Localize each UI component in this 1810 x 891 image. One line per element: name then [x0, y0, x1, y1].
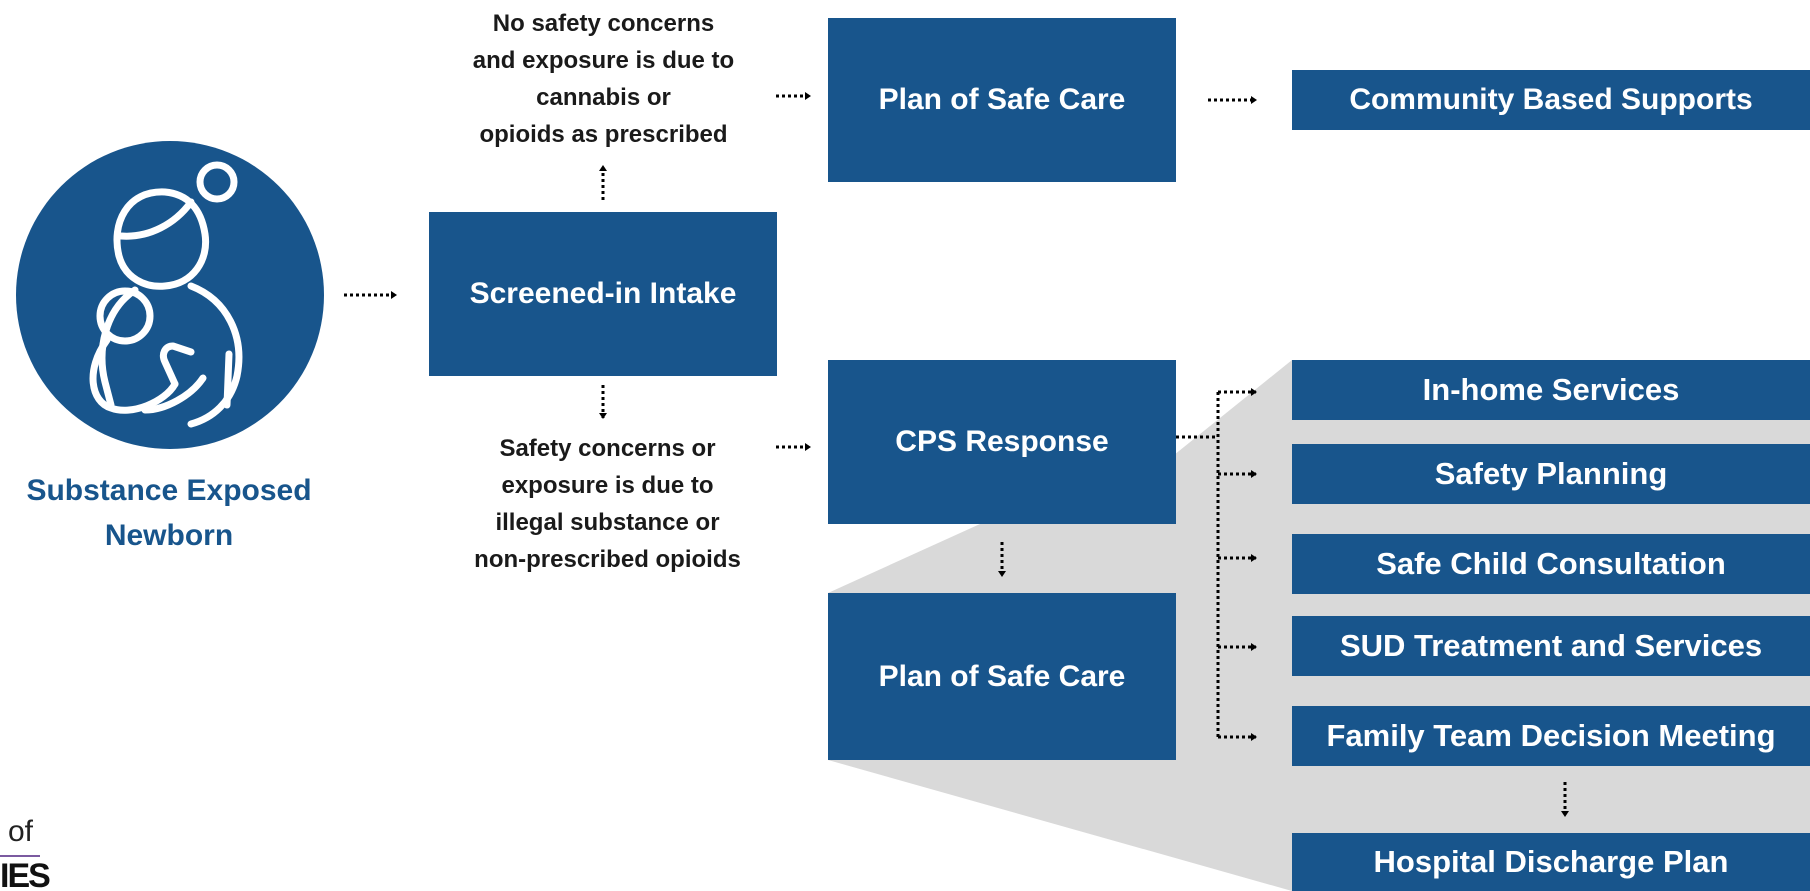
plan-of-safe-care-bottom-box: Plan of Safe Care — [828, 593, 1176, 760]
community-label: Community Based Supports — [1349, 83, 1753, 116]
service-box-family-team-decision: Family Team Decision Meeting — [1292, 706, 1810, 766]
plan-bottom-label: Plan of Safe Care — [878, 659, 1126, 693]
community-based-supports-box: Community Based Supports — [1292, 70, 1810, 130]
service-box-in-home: In-home Services — [1292, 360, 1810, 420]
note-line: non-prescribed opioids — [474, 546, 741, 573]
note-line: illegal substance or — [495, 509, 720, 536]
note-line: Safety concerns or — [499, 435, 716, 462]
mother-holding-baby-icon — [16, 141, 324, 449]
service-label: Family Team Decision Meeting — [1326, 718, 1776, 753]
service-box-safe-child-consultation: Safe Child Consultation — [1292, 534, 1810, 594]
note-line: and exposure is due to — [472, 47, 735, 74]
service-label: In-home Services — [1422, 372, 1680, 407]
note-line: opioids as prescribed — [479, 121, 728, 148]
hospital-discharge-plan-box: Hospital Discharge Plan — [1292, 833, 1810, 891]
service-label: Safety Planning — [1434, 456, 1668, 491]
plan-top-label: Plan of Safe Care — [878, 83, 1126, 116]
service-label: Safe Child Consultation — [1376, 546, 1726, 581]
newborn-caption: Substance Exposed Newborn — [0, 468, 338, 558]
plan-of-safe-care-top-box: Plan of Safe Care — [828, 18, 1176, 182]
screened-in-intake-box: Screened-in Intake — [429, 212, 777, 376]
service-box-sud-treatment: SUD Treatment and Services — [1292, 616, 1810, 676]
organization-logo: of IES — [0, 815, 60, 891]
logo-text-ies: IES — [0, 857, 51, 891]
no-safety-concerns-note: No safety concerns and exposure is due t… — [436, 5, 771, 153]
caption-line: Substance Exposed — [26, 474, 312, 507]
note-line: No safety concerns — [492, 10, 715, 37]
note-line: cannabis or — [536, 84, 671, 111]
cps-response-box: CPS Response — [828, 360, 1176, 524]
service-box-safety-planning: Safety Planning — [1292, 444, 1810, 504]
logo-text-of: of — [8, 815, 34, 848]
note-line: exposure is due to — [501, 472, 714, 499]
caption-line: Newborn — [104, 519, 234, 552]
cps-label: CPS Response — [895, 425, 1109, 458]
discharge-label: Hospital Discharge Plan — [1373, 844, 1729, 879]
safety-concerns-note: Safety concerns or exposure is due to il… — [440, 430, 775, 578]
service-label: SUD Treatment and Services — [1339, 628, 1763, 663]
logo-rule — [0, 855, 40, 857]
intake-label: Screened-in Intake — [469, 277, 737, 310]
